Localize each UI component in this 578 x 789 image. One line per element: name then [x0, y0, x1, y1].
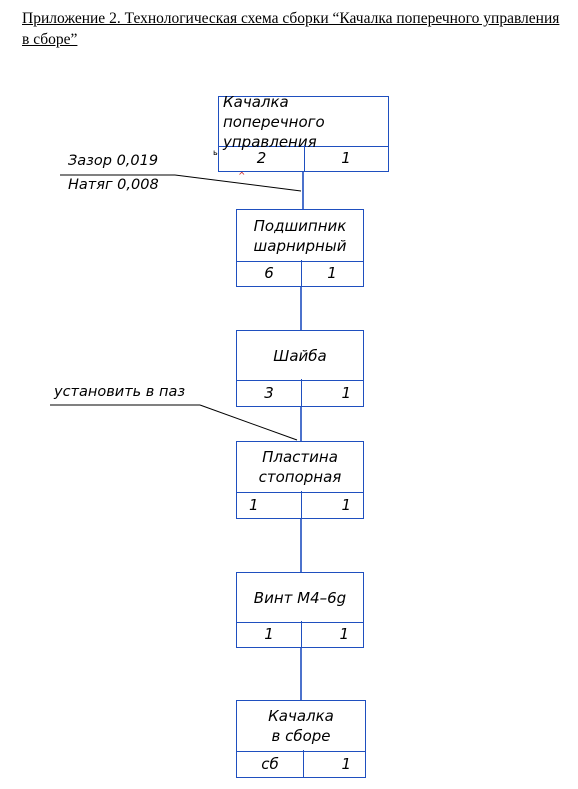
node-shayba: Шайба 3 1 [236, 330, 364, 407]
node-divider [303, 750, 304, 777]
node-name: Шайба [237, 331, 363, 381]
node-right-cell: 1 [341, 495, 351, 514]
page-heading: Приложение 2. Технологическая схема сбор… [22, 10, 560, 48]
node-divider [301, 260, 302, 286]
node-right-cell: 1 [339, 625, 349, 643]
node-vint: Винт М4–6g 1 1 [236, 572, 364, 648]
note-gap: Зазор 0,019 [68, 153, 159, 169]
node-kachalka-poperechnogo: Качалка поперечного управления 2 1 [218, 93, 389, 172]
node-left-cell: 1 [249, 495, 259, 514]
node-left-cell: сб [261, 754, 279, 773]
node-name: Подшипник шарнирный [237, 210, 363, 262]
node-podshipnik: Подшипник шарнирный 6 1 [236, 209, 364, 287]
node-right-cell: 1 [341, 754, 351, 773]
corner-mark: ь [213, 148, 218, 157]
node-divider [304, 145, 305, 171]
node-right-cell: 1 [341, 383, 351, 402]
node-kachalka-v-sbore: Качалка в сборе сб 1 [236, 700, 366, 778]
node-left-cell: 2 [256, 149, 267, 167]
note-gap-leader [174, 174, 302, 192]
node-name: Качалка в сборе [237, 701, 365, 752]
node-left-cell: 3 [264, 383, 274, 402]
node-right-cell: 1 [341, 149, 351, 167]
note-interference: Натяг 0,008 [68, 177, 159, 193]
cross-mark: × [238, 168, 246, 178]
node-divider [301, 621, 302, 647]
node-name: Качалка поперечного управления [219, 93, 388, 151]
node-left-cell: 1 [264, 625, 274, 643]
node-plastina: Пластина стопорная 1 1 [236, 441, 364, 519]
node-name: Пластина стопорная [237, 442, 363, 493]
note-install: установить в паз [54, 384, 186, 400]
node-divider [301, 491, 302, 518]
node-right-cell: 1 [327, 264, 337, 282]
node-left-cell: 6 [264, 264, 274, 282]
node-name: Винт М4–6g [237, 573, 363, 623]
note-install-leader [199, 404, 298, 441]
node-divider [301, 379, 302, 406]
